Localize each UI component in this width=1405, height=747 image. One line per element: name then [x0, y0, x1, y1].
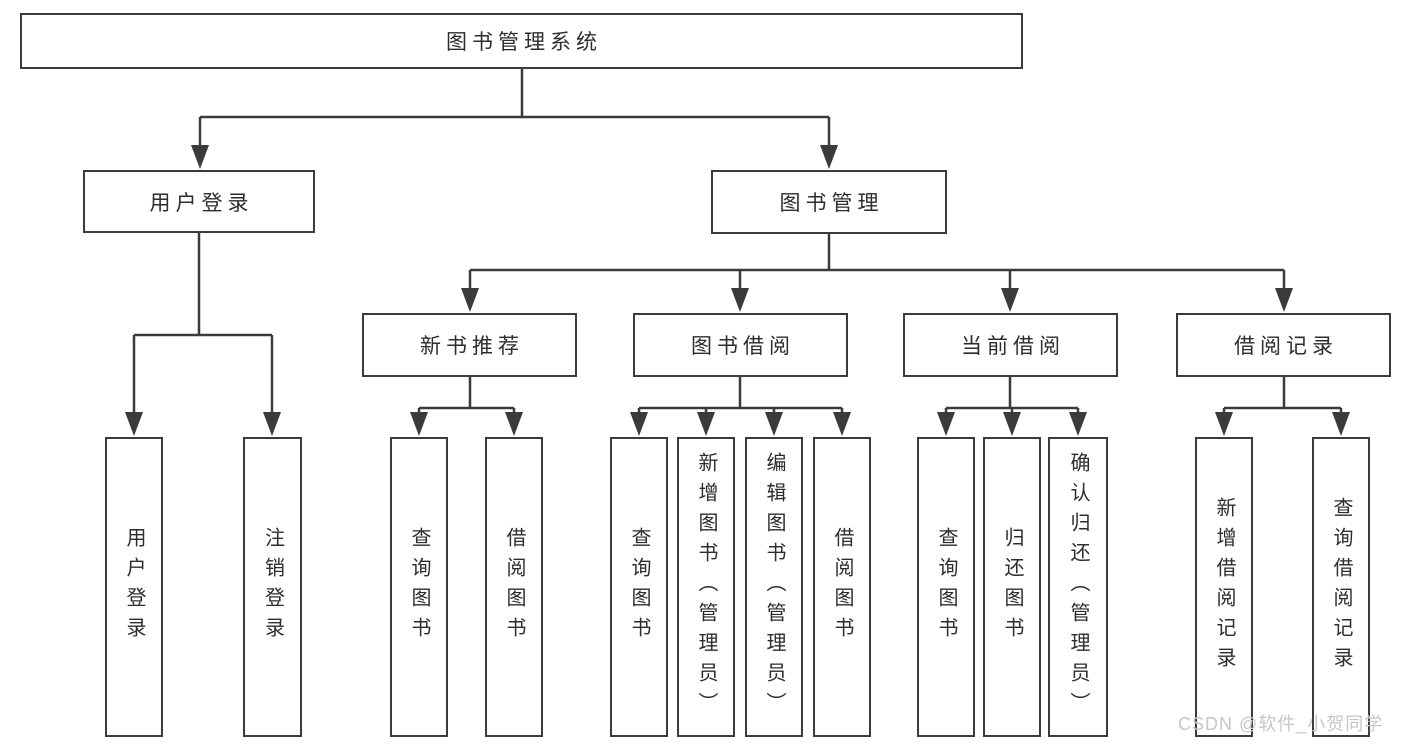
- arrow-down-icon: [410, 412, 428, 436]
- node-borrow-add-books-admin: 新增图书（管理员）: [677, 437, 735, 737]
- arrow-down-icon: [630, 412, 648, 436]
- arrow-down-icon: [937, 412, 955, 436]
- connector-book-management-children: [461, 234, 1293, 312]
- arrow-down-icon: [1215, 412, 1233, 436]
- node-newrec-borrow-books: 借阅图书: [485, 437, 543, 737]
- node-records-query-borrow-record: 查询借阅记录: [1312, 437, 1370, 737]
- connector-current-borrow-children: [937, 377, 1087, 436]
- arrow-down-icon: [833, 412, 851, 436]
- arrow-down-icon: [1001, 288, 1019, 312]
- arrow-down-icon: [820, 145, 838, 169]
- node-logout-action: 注销登录: [243, 437, 302, 737]
- node-borrow-borrow-books: 借阅图书: [813, 437, 871, 737]
- node-new-book-recommend: 新书推荐: [362, 313, 577, 377]
- connector-root-to-level1: [191, 69, 838, 169]
- arrow-down-icon: [697, 412, 715, 436]
- connector-book-borrow-children: [630, 377, 851, 436]
- node-current-borrow: 当前借阅: [903, 313, 1118, 377]
- node-newrec-query-books: 查询图书: [390, 437, 448, 737]
- connector-borrow-records-children: [1215, 377, 1350, 436]
- arrow-down-icon: [1003, 412, 1021, 436]
- connector-new-book-recommend-children: [410, 377, 523, 436]
- csdn-watermark: CSDN @软件_小贺同学: [1178, 714, 1384, 734]
- arrow-down-icon: [125, 412, 143, 436]
- node-library-system: 图书管理系统: [20, 13, 1023, 69]
- node-user-login-action: 用户登录: [105, 437, 163, 737]
- node-current-query-books: 查询图书: [917, 437, 975, 737]
- arrow-down-icon: [1275, 288, 1293, 312]
- node-current-return-books: 归还图书: [983, 437, 1041, 737]
- node-book-borrow: 图书借阅: [633, 313, 848, 377]
- arrow-down-icon: [461, 288, 479, 312]
- node-current-confirm-return-admin: 确认归还（管理员）: [1048, 437, 1108, 737]
- node-records-add-borrow-record: 新增借阅记录: [1195, 437, 1253, 737]
- connector-user-login-children: [125, 232, 281, 436]
- arrow-down-icon: [1069, 412, 1087, 436]
- node-borrow-query-books: 查询图书: [610, 437, 668, 737]
- node-book-management: 图书管理: [711, 170, 947, 234]
- arrow-down-icon: [191, 145, 209, 169]
- arrow-down-icon: [765, 412, 783, 436]
- node-borrow-edit-books-admin: 编辑图书（管理员）: [745, 437, 803, 737]
- node-user-login: 用户登录: [83, 170, 315, 233]
- arrow-down-icon: [505, 412, 523, 436]
- node-borrow-records: 借阅记录: [1176, 313, 1391, 377]
- arrow-down-icon: [731, 288, 749, 312]
- arrow-down-icon: [1332, 412, 1350, 436]
- arrow-down-icon: [263, 412, 281, 436]
